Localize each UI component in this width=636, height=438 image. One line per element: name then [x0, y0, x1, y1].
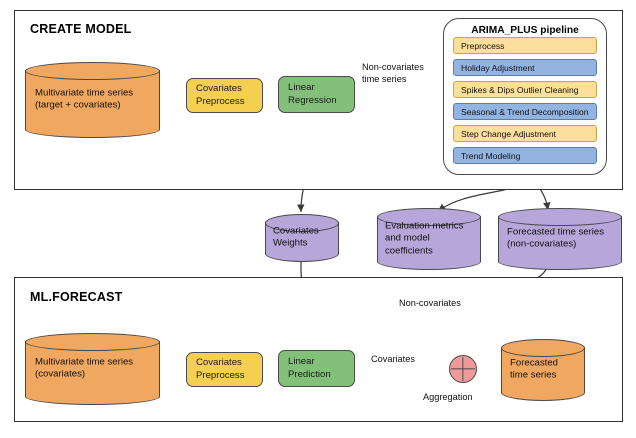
cylinder-multivariate-covariates-source: Multivariate time series (covariates) — [25, 333, 160, 405]
pipeline-step-seasonal-trend-decomposition[interactable]: Seasonal & Trend Decomposition — [453, 103, 597, 120]
cylinder-forecasted-time-series-output: Forecasted time series — [501, 339, 585, 401]
pipeline-step-preprocess[interactable]: Preprocess — [453, 37, 597, 54]
cylinder-covariates-weights: Covariates Weights — [265, 214, 339, 262]
pipeline-step-trend-modeling[interactable]: Trend Modeling — [453, 147, 597, 164]
cylinder-evaluation-metrics: Evaluation metrics and model coefficient… — [377, 208, 481, 270]
aggregation-node[interactable] — [449, 355, 477, 383]
cylinder-label: Forecasted time series — [510, 357, 558, 381]
plus-horizontal-icon — [451, 368, 475, 370]
cylinder-label: Multivariate time series (covariates) — [35, 356, 134, 380]
box-covariates-preprocess[interactable]: Covariates Preprocess — [186, 78, 263, 113]
box-linear-regression[interactable]: Linear Regression — [278, 76, 355, 113]
box-covariates-preprocess-forecast[interactable]: Covariates Preprocess — [186, 352, 263, 387]
cylinder-label: Forecasted time series (non-covariates) — [507, 226, 605, 250]
box-linear-prediction[interactable]: Linear Prediction — [278, 350, 355, 387]
cylinder-multivariate-source: Multivariate time series (target + covar… — [25, 62, 160, 138]
pipeline-title: ARIMA_PLUS pipeline — [471, 25, 579, 36]
section-title-ml-forecast: ML.FORECAST — [30, 290, 123, 304]
edge-label-non-covariates-time-series: Non-covariates time series — [362, 62, 424, 84]
cylinder-forecasted-non-covariates: Forecasted time series (non-covariates) — [498, 208, 622, 270]
pipeline-step-step-change-adjustment[interactable]: Step Change Adjustment — [453, 125, 597, 142]
section-title-create-model: CREATE MODEL — [30, 22, 132, 36]
edge-label-non-covariates: Non-covariates — [399, 298, 461, 308]
aggregation-label: Aggregation — [423, 392, 473, 402]
pipeline-step-holiday-adjustment[interactable]: Holiday Adjustment — [453, 59, 597, 76]
edge-label-covariates: Covariates — [371, 354, 415, 364]
cylinder-label: Multivariate time series (target + covar… — [35, 87, 134, 111]
cylinder-label: Evaluation metrics and model coefficient… — [385, 220, 464, 257]
cylinder-label: Covariates Weights — [273, 225, 319, 249]
pipeline-step-spikes-dips-outlier-cleaning[interactable]: Spikes & Dips Outlier Cleaning — [453, 81, 597, 98]
